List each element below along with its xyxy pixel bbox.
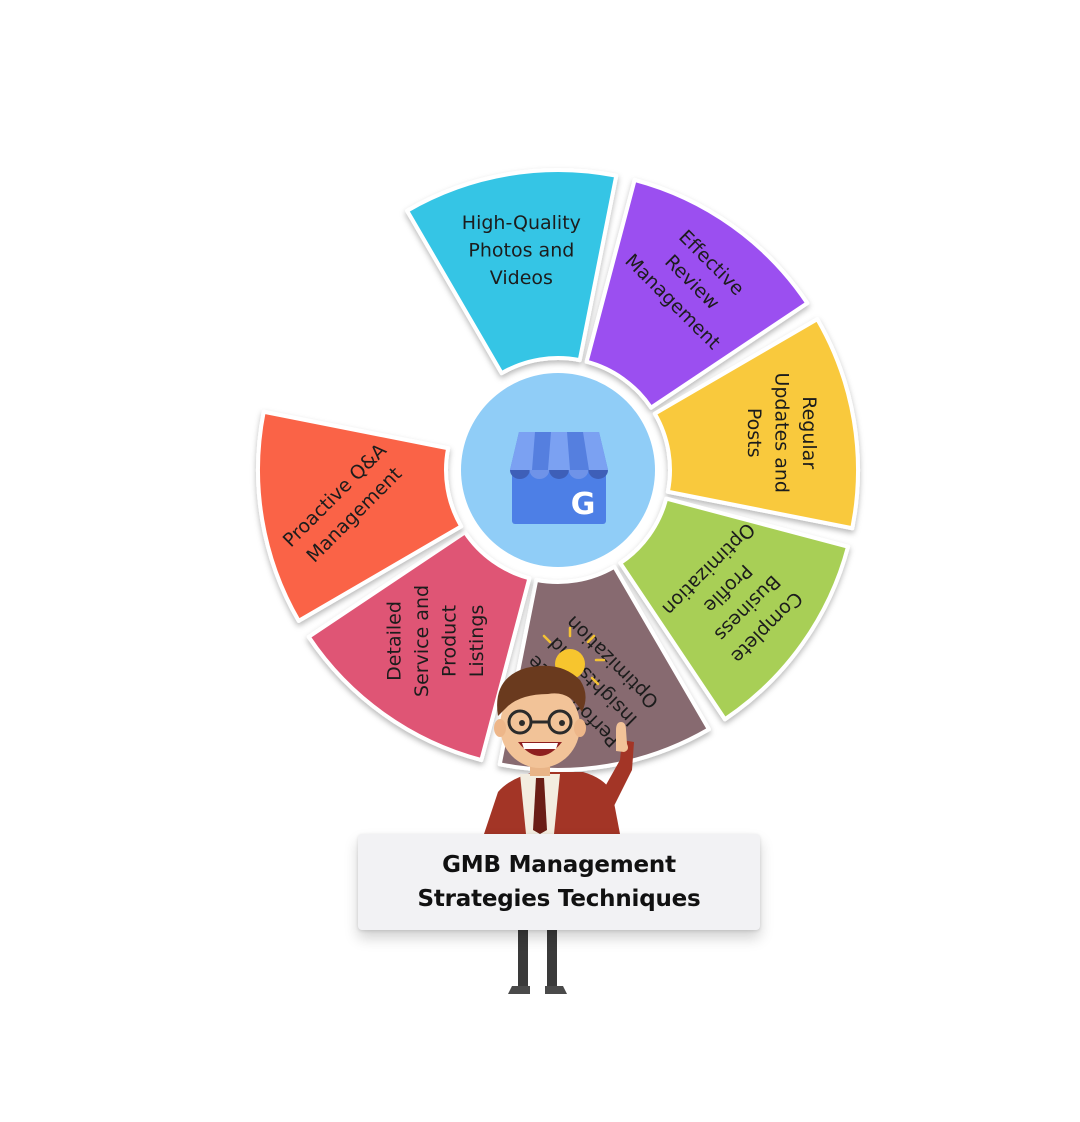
segment-label-line: Listings — [466, 605, 488, 678]
segment-label-line: Service and — [411, 585, 433, 697]
caption-box: GMB Management Strategies Techniques — [358, 834, 760, 930]
segment-photos — [405, 168, 619, 376]
segment-label-line: Updates and — [770, 372, 792, 493]
segment-label-line: High-Quality — [462, 212, 581, 234]
segment-listings — [306, 530, 532, 763]
segment-label-line: Photos and — [468, 240, 574, 262]
businessman-lightbulb-icon — [484, 626, 634, 994]
segment-profile — [618, 496, 851, 722]
google-my-business-store-icon: G — [510, 432, 608, 524]
segment-qa — [256, 409, 464, 623]
segment-label-line: Detailed — [383, 601, 405, 681]
segment-label-line: Videos — [490, 267, 553, 289]
segment-updates — [652, 317, 860, 531]
google-g-letter: G — [571, 487, 596, 522]
segment-reviews — [584, 177, 810, 410]
segment-label-line: Posts — [743, 408, 765, 458]
segment-label-line: Regular — [798, 396, 820, 469]
segment-label-line: Product — [438, 605, 460, 677]
caption-line-1: GMB Management — [442, 852, 676, 878]
caption-line-2: Strategies Techniques — [417, 886, 701, 912]
